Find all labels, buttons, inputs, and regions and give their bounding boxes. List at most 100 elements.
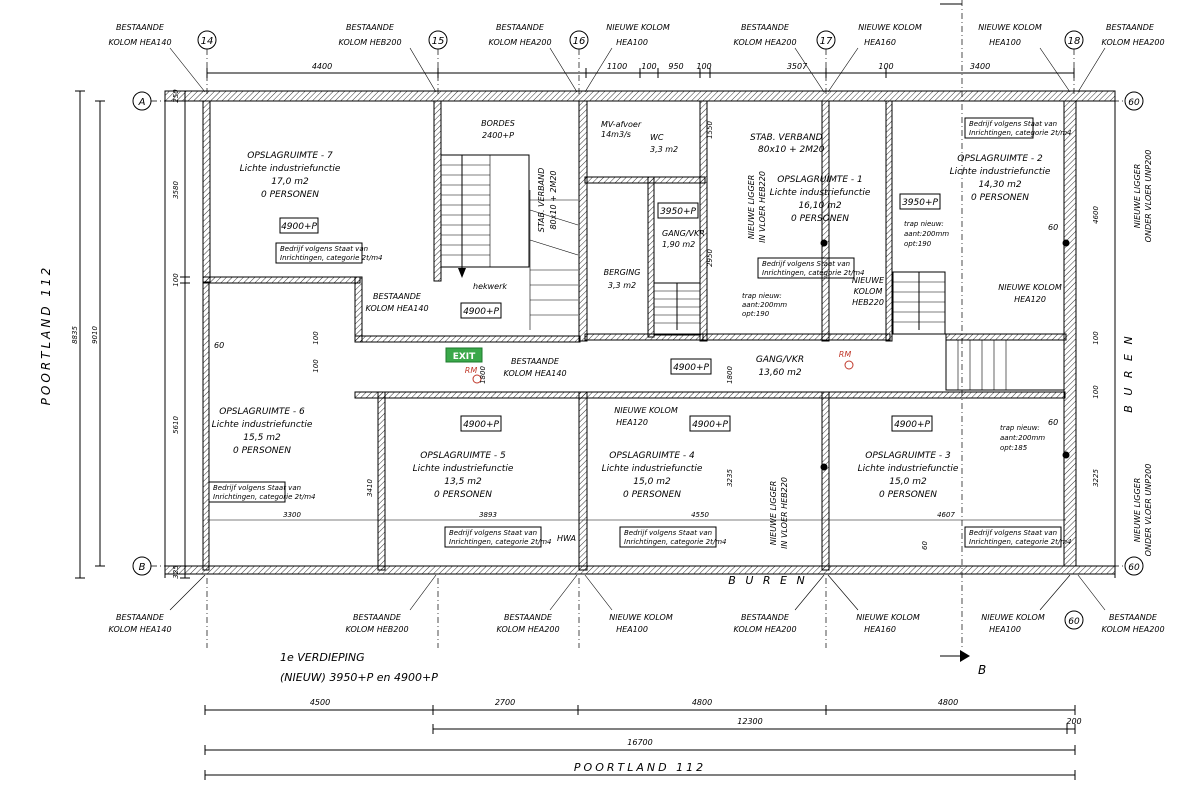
bedrijf-3b: Inrichtingen, categorie 2t/m4 — [969, 129, 1071, 137]
inner-dim-3225: 3225 — [1092, 469, 1100, 487]
top-label-6b: HEA160 — [864, 38, 896, 47]
left-dim-4: 5610 — [172, 416, 180, 434]
row-dim-3893: 3893 — [479, 511, 497, 519]
inner-dim-1800-a: 1800 — [479, 366, 487, 384]
room-2-persons: 0 PERSONEN — [971, 193, 1029, 203]
inner-dim-2950: 2950 — [706, 249, 714, 267]
kolom-mid-e-l1: NIEUWE KOLOM — [614, 406, 678, 415]
trap-b-l2: aant:200mm — [904, 230, 949, 238]
top-label-2b: KOLOM HEB200 — [338, 38, 401, 47]
gang-main-area: 13,60 m2 — [758, 368, 801, 378]
bottom-label-2b: KOLOM HEB200 — [345, 625, 408, 634]
room-7-area: 17,0 m2 — [271, 177, 309, 187]
grid-label-17: 17 — [820, 36, 833, 47]
bottom-dim-2700: 2700 — [495, 698, 515, 707]
bottom-label-8a: BESTAANDE — [1109, 613, 1158, 622]
bedrijf-5b: Inrichtingen, categorie 2t/m4 — [449, 538, 551, 546]
room-5: OPSLAGRUIMTE - 5 Lichte industriefunctie… — [413, 451, 514, 500]
inner-dim-100-c: 100 — [1092, 331, 1100, 345]
bottom-label-1b: KOLOM HEA140 — [108, 625, 171, 634]
section-marker-label: B — [978, 663, 986, 677]
room-7-persons: 0 PERSONEN — [261, 190, 319, 200]
kolom-mid-d-l1: NIEUWE KOLOM — [998, 283, 1062, 292]
ligger-c-l2: ONDER VLOER UNP200 — [1144, 150, 1153, 243]
room-2-area: 14,30 m2 — [978, 180, 1021, 190]
top-label-4b: HEA100 — [616, 38, 648, 47]
grid-label-16: 16 — [573, 36, 586, 47]
grid-line-18: 18 — [1064, 30, 1084, 96]
bottom-dim-12300: 12300 — [737, 717, 762, 726]
bottom-label-5a: BESTAANDE — [741, 613, 790, 622]
street-label-right: B U R E N — [1122, 333, 1135, 412]
outer-walls — [164, 90, 1116, 578]
top-label-7b: HEA100 — [989, 38, 1021, 47]
room-2-use: Lichte industriefunctie — [950, 167, 1051, 177]
row-dim-4550: 4550 — [691, 511, 709, 519]
level-tag-room4: 4900+P — [692, 420, 728, 430]
kolom-mid-c-l3: HEB220 — [852, 298, 884, 307]
room-1-area: 16,10 m2 — [798, 201, 841, 211]
room-7-name: OPSLAGRUIMTE - 7 — [247, 151, 333, 161]
grid-right-label-top: 60 — [1128, 98, 1140, 108]
top-column-labels: BESTAANDE KOLOM HEA140 BESTAANDE KOLOM H… — [108, 23, 1165, 93]
room-7: OPSLAGRUIMTE - 7 Lichte industriefunctie… — [240, 151, 341, 200]
bedrijf-1a: Bedrijf volgens Staat van — [280, 245, 368, 253]
ligger-c-l1: NIEUWE LIGGER — [1133, 164, 1142, 229]
bottom-label-3a: BESTAANDE — [504, 613, 553, 622]
bedrijf-notes: Bedrijf volgens Staat van Inrichtingen, … — [208, 117, 1071, 548]
wc-label: WC — [650, 133, 664, 142]
grid-label-15: 15 — [432, 36, 445, 47]
bedrijf-7a: Bedrijf volgens Staat van — [969, 529, 1057, 537]
grid-line-16: 16 — [569, 30, 589, 96]
gang-main-label: GANG/VKR — [756, 355, 804, 365]
inner-dim-100-b: 100 — [312, 359, 320, 373]
top-label-5b: KOLOM HEA200 — [733, 38, 796, 47]
bottom-dimensions: 4500 2700 4800 4800 12300 200 16700 POOR… — [204, 698, 1082, 780]
bordes-level: 2400+P — [482, 131, 514, 140]
trap-b-l3: opt:190 — [904, 240, 932, 248]
grid-line-17: 17 — [816, 30, 836, 96]
bottom-dim-4800-b: 4800 — [938, 698, 958, 707]
bottom-column-labels: BESTAANDE KOLOM HEA140 BESTAANDE KOLOM H… — [108, 0, 1165, 648]
room-4-persons: 0 PERSONEN — [623, 490, 681, 500]
trap-c-l2: aant:200mm — [1000, 434, 1045, 442]
room-6-name: OPSLAGRUIMTE - 6 — [219, 407, 305, 417]
gang-small-label: GANG/VKR — [662, 229, 705, 238]
kolom-mid-b-l2: KOLOM HEA140 — [503, 369, 566, 378]
bedrijf-7b: Inrichtingen, categorie 2t/m4 — [969, 538, 1071, 546]
room-3: OPSLAGRUIMTE - 3 Lichte industriefunctie… — [858, 451, 959, 500]
mv-label: MV-afvoer — [601, 120, 642, 129]
room-2: OPSLAGRUIMTE - 2 Lichte industriefunctie… — [950, 154, 1051, 203]
bottom-label-2a: BESTAANDE — [353, 613, 402, 622]
bordes-label: BORDES — [481, 119, 515, 128]
inner-dim-4600: 4600 — [1092, 206, 1100, 224]
top-dimension-line: 4400 1100 100 950 100 3507 100 3400 — [206, 62, 1075, 78]
stab-label: STAB. VERBAND — [750, 133, 823, 143]
top-label-3b: KOLOM HEA200 — [488, 38, 551, 47]
rm-markers: RM RM — [465, 350, 854, 384]
street-label-bottom: POORTLAND 112 — [574, 761, 706, 774]
inner-dim-1800-b: 1800 — [726, 366, 734, 384]
top-label-4a: NIEUWE KOLOM — [606, 23, 670, 32]
street-label-left: POORTLAND 112 — [39, 265, 53, 406]
top-label-6a: NIEUWE KOLOM — [858, 23, 922, 32]
ligger-a-l2: IN VLOER HEB220 — [758, 171, 767, 243]
room-6-area: 15,5 m2 — [243, 433, 281, 443]
level-tag-room7: 4900+P — [281, 222, 317, 232]
wc-area: 3,3 m2 — [650, 145, 678, 154]
staircase-right — [892, 271, 1065, 391]
bottom-label-7a: NIEUWE KOLOM — [981, 613, 1045, 622]
inner-dim-60-b: 60 — [1048, 223, 1058, 232]
row-dim-4607: 4607 — [937, 511, 955, 519]
room-1-name: OPSLAGRUIMTE - 1 — [777, 175, 863, 185]
top-dim-3: 100 — [641, 62, 656, 71]
kolom-mid-b-l1: BESTAANDE — [511, 357, 560, 366]
ligger-a-l1: NIEUWE LIGGER — [747, 175, 756, 240]
top-label-1a: BESTAANDE — [116, 23, 165, 32]
bottom-label-5b: KOLOM HEA200 — [733, 625, 796, 634]
inner-dim-100-a: 100 — [312, 331, 320, 345]
row-dimensions: 3300 3893 4550 4607 — [207, 511, 1066, 521]
inner-dim-3410: 3410 — [366, 479, 374, 497]
room-4: OPSLAGRUIMTE - 4 Lichte industriefunctie… — [602, 451, 703, 500]
